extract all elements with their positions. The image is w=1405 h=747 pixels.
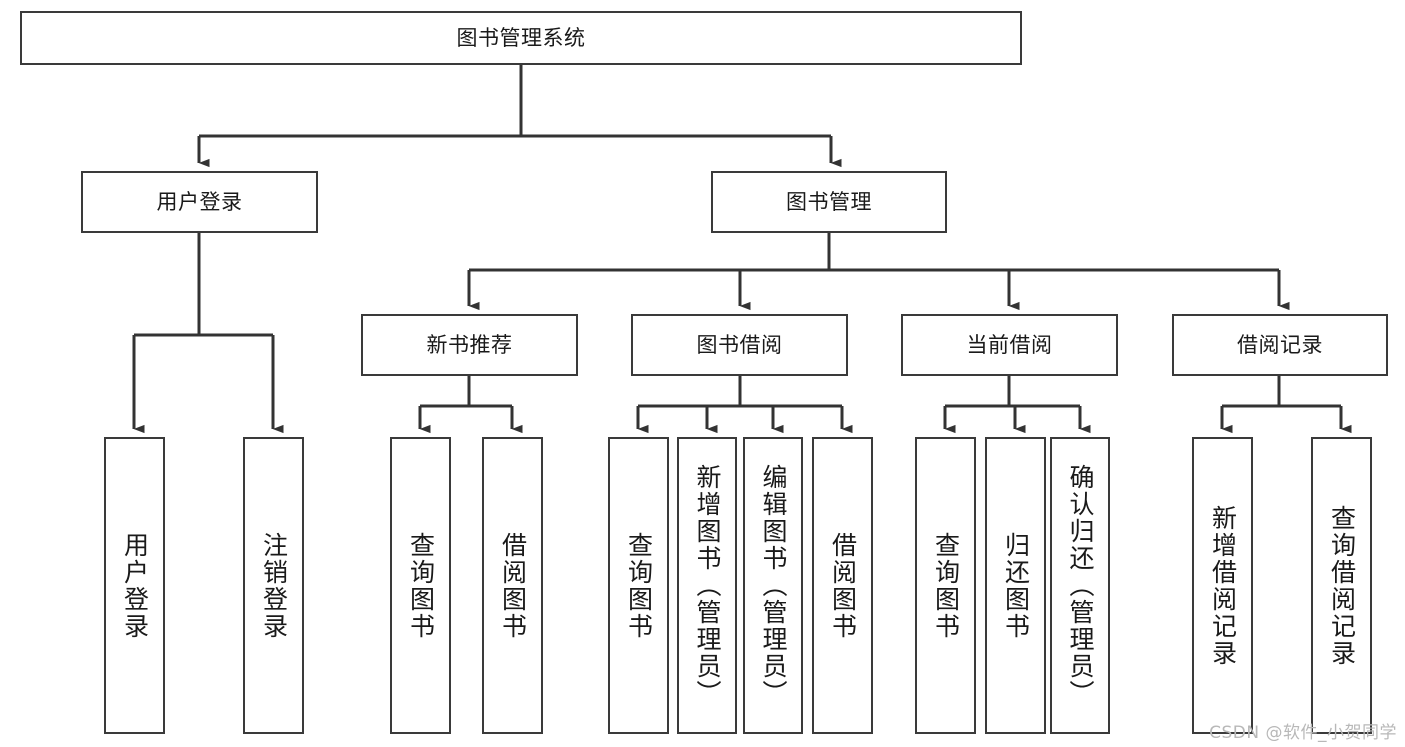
node-leaf-add-borrow-record[interactable]: 新增借阅记录	[1192, 437, 1253, 734]
node-leaf-confirm-return-admin[interactable]: 确认归还（管理员）	[1050, 437, 1110, 734]
node-leaf-borrow-books[interactable]: 借阅图书	[812, 437, 873, 734]
node-leaf-borrow-books-recommend[interactable]: 借阅图书	[482, 437, 543, 734]
node-label: 图书借阅	[696, 332, 783, 357]
node-label: 查询图书	[406, 531, 436, 640]
node-label: 新增图书（管理员）	[693, 464, 722, 707]
node-leaf-query-books-borrow[interactable]: 查询图书	[608, 437, 669, 734]
node-leaf-query-borrow-record[interactable]: 查询借阅记录	[1311, 437, 1372, 734]
node-level2-user-login[interactable]: 用户登录	[81, 171, 318, 233]
node-leaf-query-books-current[interactable]: 查询图书	[915, 437, 976, 734]
node-level3-current-borrow[interactable]: 当前借阅	[901, 314, 1118, 376]
node-label: 归还图书	[1001, 531, 1031, 640]
node-label: 当前借阅	[966, 332, 1053, 357]
node-label: 查询图书	[624, 531, 654, 640]
node-label: 借阅记录	[1237, 332, 1323, 357]
node-label: 查询图书	[931, 531, 961, 640]
node-leaf-return-books[interactable]: 归还图书	[985, 437, 1046, 734]
node-label: 借阅图书	[828, 531, 858, 640]
node-label: 编辑图书（管理员）	[759, 464, 788, 707]
node-root[interactable]: 图书管理系统	[20, 11, 1022, 65]
node-level2-book-management[interactable]: 图书管理	[711, 171, 947, 233]
node-level3-borrow-records[interactable]: 借阅记录	[1172, 314, 1388, 376]
node-label: 用户登录	[120, 531, 150, 640]
node-label: 查询借阅记录	[1327, 504, 1357, 667]
node-leaf-logout[interactable]: 注销登录	[243, 437, 304, 734]
node-label: 新增借阅记录	[1208, 504, 1238, 667]
node-label: 注销登录	[259, 531, 289, 640]
node-leaf-add-book-admin[interactable]: 新增图书（管理员）	[677, 437, 737, 734]
node-label: 新书推荐	[426, 332, 513, 357]
node-leaf-query-books-recommend[interactable]: 查询图书	[390, 437, 451, 734]
node-level3-book-borrow[interactable]: 图书借阅	[631, 314, 848, 376]
node-leaf-user-login[interactable]: 用户登录	[104, 437, 165, 734]
node-leaf-edit-book-admin[interactable]: 编辑图书（管理员）	[743, 437, 803, 734]
node-label: 用户登录	[156, 189, 243, 214]
watermark: CSDN @软件_小贺同学	[1209, 723, 1397, 743]
node-label: 图书管理	[786, 189, 872, 214]
node-label: 确认归还（管理员）	[1066, 464, 1095, 707]
node-label: 图书管理系统	[456, 25, 586, 50]
node-level3-new-book-recommend[interactable]: 新书推荐	[361, 314, 578, 376]
node-label: 借阅图书	[498, 531, 528, 640]
